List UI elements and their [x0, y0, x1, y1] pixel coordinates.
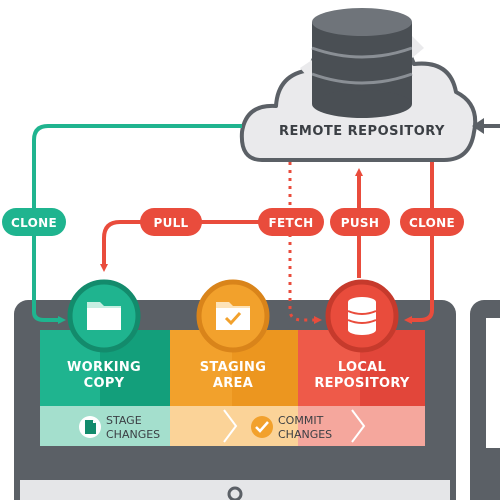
staging-area-circle	[196, 279, 270, 353]
working-copy-label-line2: COPY	[84, 376, 125, 391]
stage-changes-line2: CHANGES	[106, 428, 160, 441]
document-icon	[85, 420, 96, 434]
commit-changes-line1: COMMIT	[278, 414, 324, 427]
incoming-arrow	[472, 118, 500, 134]
stage-changes-line1: STAGE	[106, 414, 142, 427]
commit-changes-line2: CHANGES	[278, 428, 332, 441]
fetch-line	[288, 162, 322, 324]
local-repository-label: LOCAL	[338, 360, 386, 375]
commit-changes-action: COMMIT CHANGES	[251, 414, 332, 441]
staging-area-label-line2: AREA	[213, 376, 253, 391]
folder-check-icon	[216, 302, 250, 330]
working-copy-circle	[67, 279, 141, 353]
svg-text:CLONE: CLONE	[11, 216, 57, 230]
checkmark-icon	[255, 421, 269, 433]
svg-text:CLONE: CLONE	[409, 216, 455, 230]
second-laptop-frame	[470, 300, 500, 500]
chevron-right-icon	[351, 409, 366, 443]
staging-area-label: STAGING	[200, 360, 266, 375]
svg-text:PULL: PULL	[153, 216, 188, 230]
push-pill: PUSH	[330, 208, 390, 236]
remote-repository-label: REMOTE REPOSITORY	[279, 124, 445, 139]
clone-right-line	[404, 162, 434, 324]
svg-text:PUSH: PUSH	[341, 216, 379, 230]
local-repository-circle	[325, 279, 399, 353]
database-icon	[300, 8, 424, 118]
pull-pill: PULL	[140, 208, 202, 236]
pull-line	[100, 220, 290, 272]
fetch-pill: FETCH	[258, 208, 324, 236]
clone-right-pill: CLONE	[400, 208, 464, 236]
chevron-right-icon	[223, 409, 238, 443]
stage-panels	[40, 330, 425, 446]
database-icon	[347, 297, 377, 335]
svg-text:FETCH: FETCH	[269, 216, 314, 230]
stage-changes-action: STAGE CHANGES	[79, 414, 160, 441]
local-repository-label-line2: REPOSITORY	[314, 376, 410, 391]
remote-repository-cloud: REMOTE REPOSITORY	[239, 8, 478, 162]
working-copy-label: WORKING	[67, 360, 141, 375]
clone-left-pill: CLONE	[2, 208, 66, 236]
folder-icon	[87, 302, 121, 330]
